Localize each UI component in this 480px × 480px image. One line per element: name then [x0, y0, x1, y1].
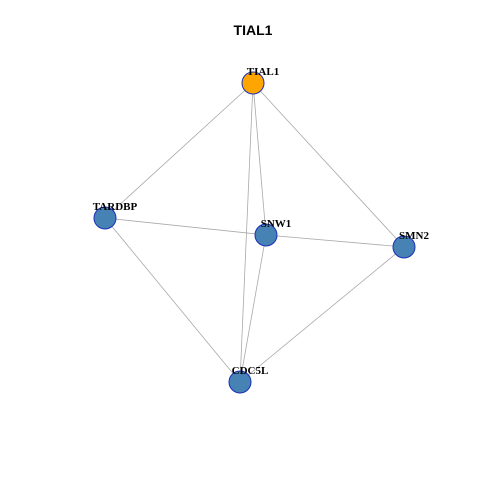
node-circle-snw1 [254, 223, 278, 247]
node-circle-smn2 [392, 235, 416, 259]
edge-tardbp-snw1 [104, 217, 267, 236]
node-snw1: SNW1 [254, 218, 292, 247]
node-label-smn2: SMN2 [399, 230, 429, 242]
edge-smn2-cdc5l [239, 246, 405, 383]
node-cdc5l: CDC5L [228, 365, 269, 394]
edge-tial1-smn2 [252, 82, 405, 248]
edge-tardbp-cdc5l [104, 217, 241, 383]
node-circle-tardbp [93, 206, 117, 230]
edges-layer [104, 82, 405, 383]
node-label-snw1: SNW1 [261, 218, 292, 230]
edge-tial1-cdc5l [239, 82, 254, 383]
node-circle-tial1 [241, 71, 265, 95]
node-label-tial1: TIAL1 [247, 66, 279, 78]
node-smn2: SMN2 [392, 230, 429, 259]
node-circle-cdc5l [228, 370, 252, 394]
edge-tial1-snw1 [252, 82, 267, 236]
node-tial1: TIAL1 [241, 66, 279, 95]
node-tardbp: TARDBP [93, 201, 138, 230]
node-label-cdc5l: CDC5L [232, 365, 269, 377]
edge-snw1-smn2 [265, 234, 405, 248]
graph-title: TIAL1 [234, 22, 273, 38]
edge-snw1-cdc5l [239, 234, 267, 383]
edge-tial1-tardbp [104, 82, 254, 219]
node-label-tardbp: TARDBP [93, 201, 138, 213]
